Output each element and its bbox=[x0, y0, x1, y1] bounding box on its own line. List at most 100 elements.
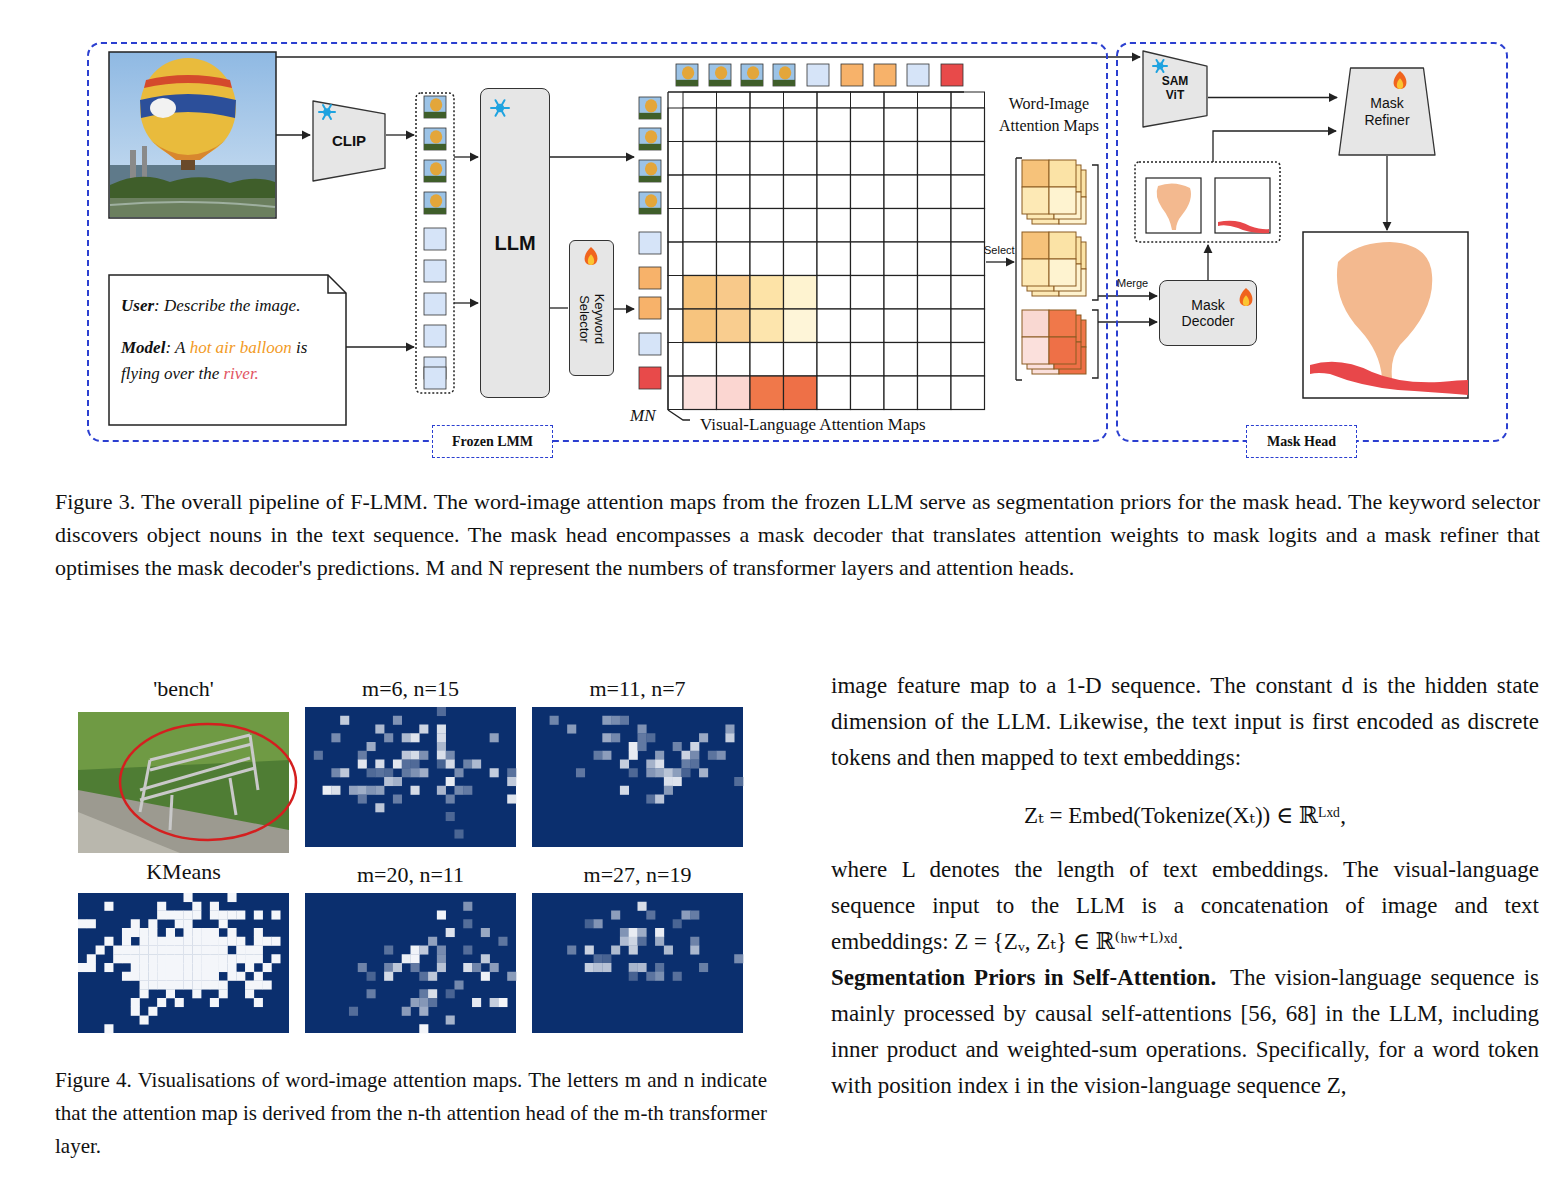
heat-pixel bbox=[375, 768, 384, 777]
heat-pixel bbox=[157, 911, 166, 920]
heat-pixel bbox=[437, 707, 446, 716]
attention-cell bbox=[683, 108, 717, 142]
node-label: LLM bbox=[494, 232, 535, 255]
heat-pixel bbox=[646, 733, 655, 742]
heat-pixel bbox=[314, 751, 323, 760]
heat-pixel bbox=[419, 725, 428, 734]
heat-pixel bbox=[463, 902, 472, 911]
heat-pixel bbox=[271, 911, 280, 920]
attention-cell bbox=[784, 309, 818, 343]
heat-pixel bbox=[419, 1007, 428, 1016]
heat-pixel bbox=[331, 768, 340, 777]
heat-pixel bbox=[673, 919, 682, 928]
heat-pixel bbox=[611, 716, 620, 725]
attention-cell bbox=[918, 376, 952, 410]
attention-cell bbox=[683, 209, 717, 243]
heat-pixel bbox=[227, 928, 236, 937]
heat-pixel bbox=[157, 902, 166, 911]
heat-pixel bbox=[567, 946, 576, 955]
token-square bbox=[639, 333, 661, 355]
grid-bracket bbox=[683, 92, 717, 108]
attention-cell bbox=[884, 175, 918, 209]
heat-pixel bbox=[210, 928, 219, 937]
grid-bracket bbox=[668, 242, 683, 276]
heat-pixel bbox=[629, 972, 638, 981]
attention-cell bbox=[951, 108, 985, 142]
attention-cell bbox=[717, 343, 751, 377]
heat-pixel bbox=[490, 998, 499, 1007]
heat-pixel bbox=[655, 937, 664, 946]
heat-pixel bbox=[122, 946, 131, 955]
attention-cell bbox=[784, 242, 818, 276]
map-stack bbox=[1049, 310, 1076, 337]
heat-pixel bbox=[411, 786, 420, 795]
shape bbox=[430, 130, 442, 143]
attention-cell bbox=[683, 175, 717, 209]
heat-pixel bbox=[192, 989, 201, 998]
heat-pixel bbox=[166, 972, 175, 981]
heat-pixel bbox=[602, 954, 611, 963]
shape bbox=[741, 80, 763, 86]
heat-pixel bbox=[227, 972, 236, 981]
heat-pixel bbox=[254, 998, 263, 1007]
heat-pixel bbox=[646, 911, 655, 920]
grid-bracket bbox=[668, 276, 683, 310]
heat-pixel bbox=[446, 928, 455, 937]
heat-pixel bbox=[201, 954, 210, 963]
attention-cell bbox=[750, 376, 784, 410]
attention-cell bbox=[951, 276, 985, 310]
heat-pixel bbox=[437, 725, 446, 734]
heat-pixel bbox=[463, 919, 472, 928]
shape bbox=[779, 66, 791, 79]
heat-pixel bbox=[148, 972, 157, 981]
heat-pixel bbox=[210, 981, 219, 990]
heat-pixel bbox=[393, 963, 402, 972]
grid-bracket bbox=[668, 343, 683, 377]
attention-cell bbox=[851, 209, 885, 243]
shape bbox=[645, 99, 657, 112]
heat-pixel bbox=[184, 937, 193, 946]
heat-pixel bbox=[210, 937, 219, 946]
heat-pixel bbox=[166, 911, 175, 920]
heat-pixel bbox=[411, 954, 420, 963]
map-stack bbox=[1049, 187, 1076, 214]
heat-pixel bbox=[175, 946, 184, 955]
heat-pixel bbox=[254, 937, 263, 946]
heat-pixel bbox=[699, 768, 708, 777]
heat-pixel bbox=[201, 946, 210, 955]
node-label: Keyword Selector bbox=[577, 284, 607, 354]
heat-pixel bbox=[87, 963, 96, 972]
attention-cell bbox=[884, 309, 918, 343]
attention-cell bbox=[817, 376, 851, 410]
attention-cell bbox=[717, 175, 751, 209]
heat-pixel bbox=[140, 981, 149, 990]
heat-pixel bbox=[192, 911, 201, 920]
attention-cell bbox=[918, 175, 952, 209]
attention-cell bbox=[951, 142, 985, 176]
heat-pixel bbox=[664, 768, 673, 777]
shape bbox=[424, 176, 446, 182]
heat-pixel bbox=[699, 963, 708, 972]
heat-pixel bbox=[594, 919, 603, 928]
attention-cell bbox=[851, 276, 885, 310]
node-outline-shape bbox=[1143, 51, 1207, 127]
attention-cell bbox=[750, 142, 784, 176]
token-square bbox=[424, 228, 446, 250]
attention-cell bbox=[717, 276, 751, 310]
shape bbox=[645, 130, 657, 143]
heat-pixel bbox=[148, 919, 157, 928]
map-stack bbox=[1022, 310, 1049, 337]
heat-pixel bbox=[166, 954, 175, 963]
heat-pixel bbox=[725, 725, 734, 734]
heat-pixel bbox=[681, 768, 690, 777]
token-square bbox=[424, 325, 446, 347]
heat-pixel bbox=[175, 981, 184, 990]
heat-pixel bbox=[271, 954, 280, 963]
heat-pixel bbox=[402, 954, 411, 963]
prompt-text: : Describe the image. bbox=[154, 296, 300, 315]
shape bbox=[773, 80, 795, 86]
heat-pixel bbox=[148, 954, 157, 963]
heat-pixel bbox=[175, 998, 184, 1007]
heat-pixel bbox=[192, 946, 201, 955]
attention-cell bbox=[750, 108, 784, 142]
